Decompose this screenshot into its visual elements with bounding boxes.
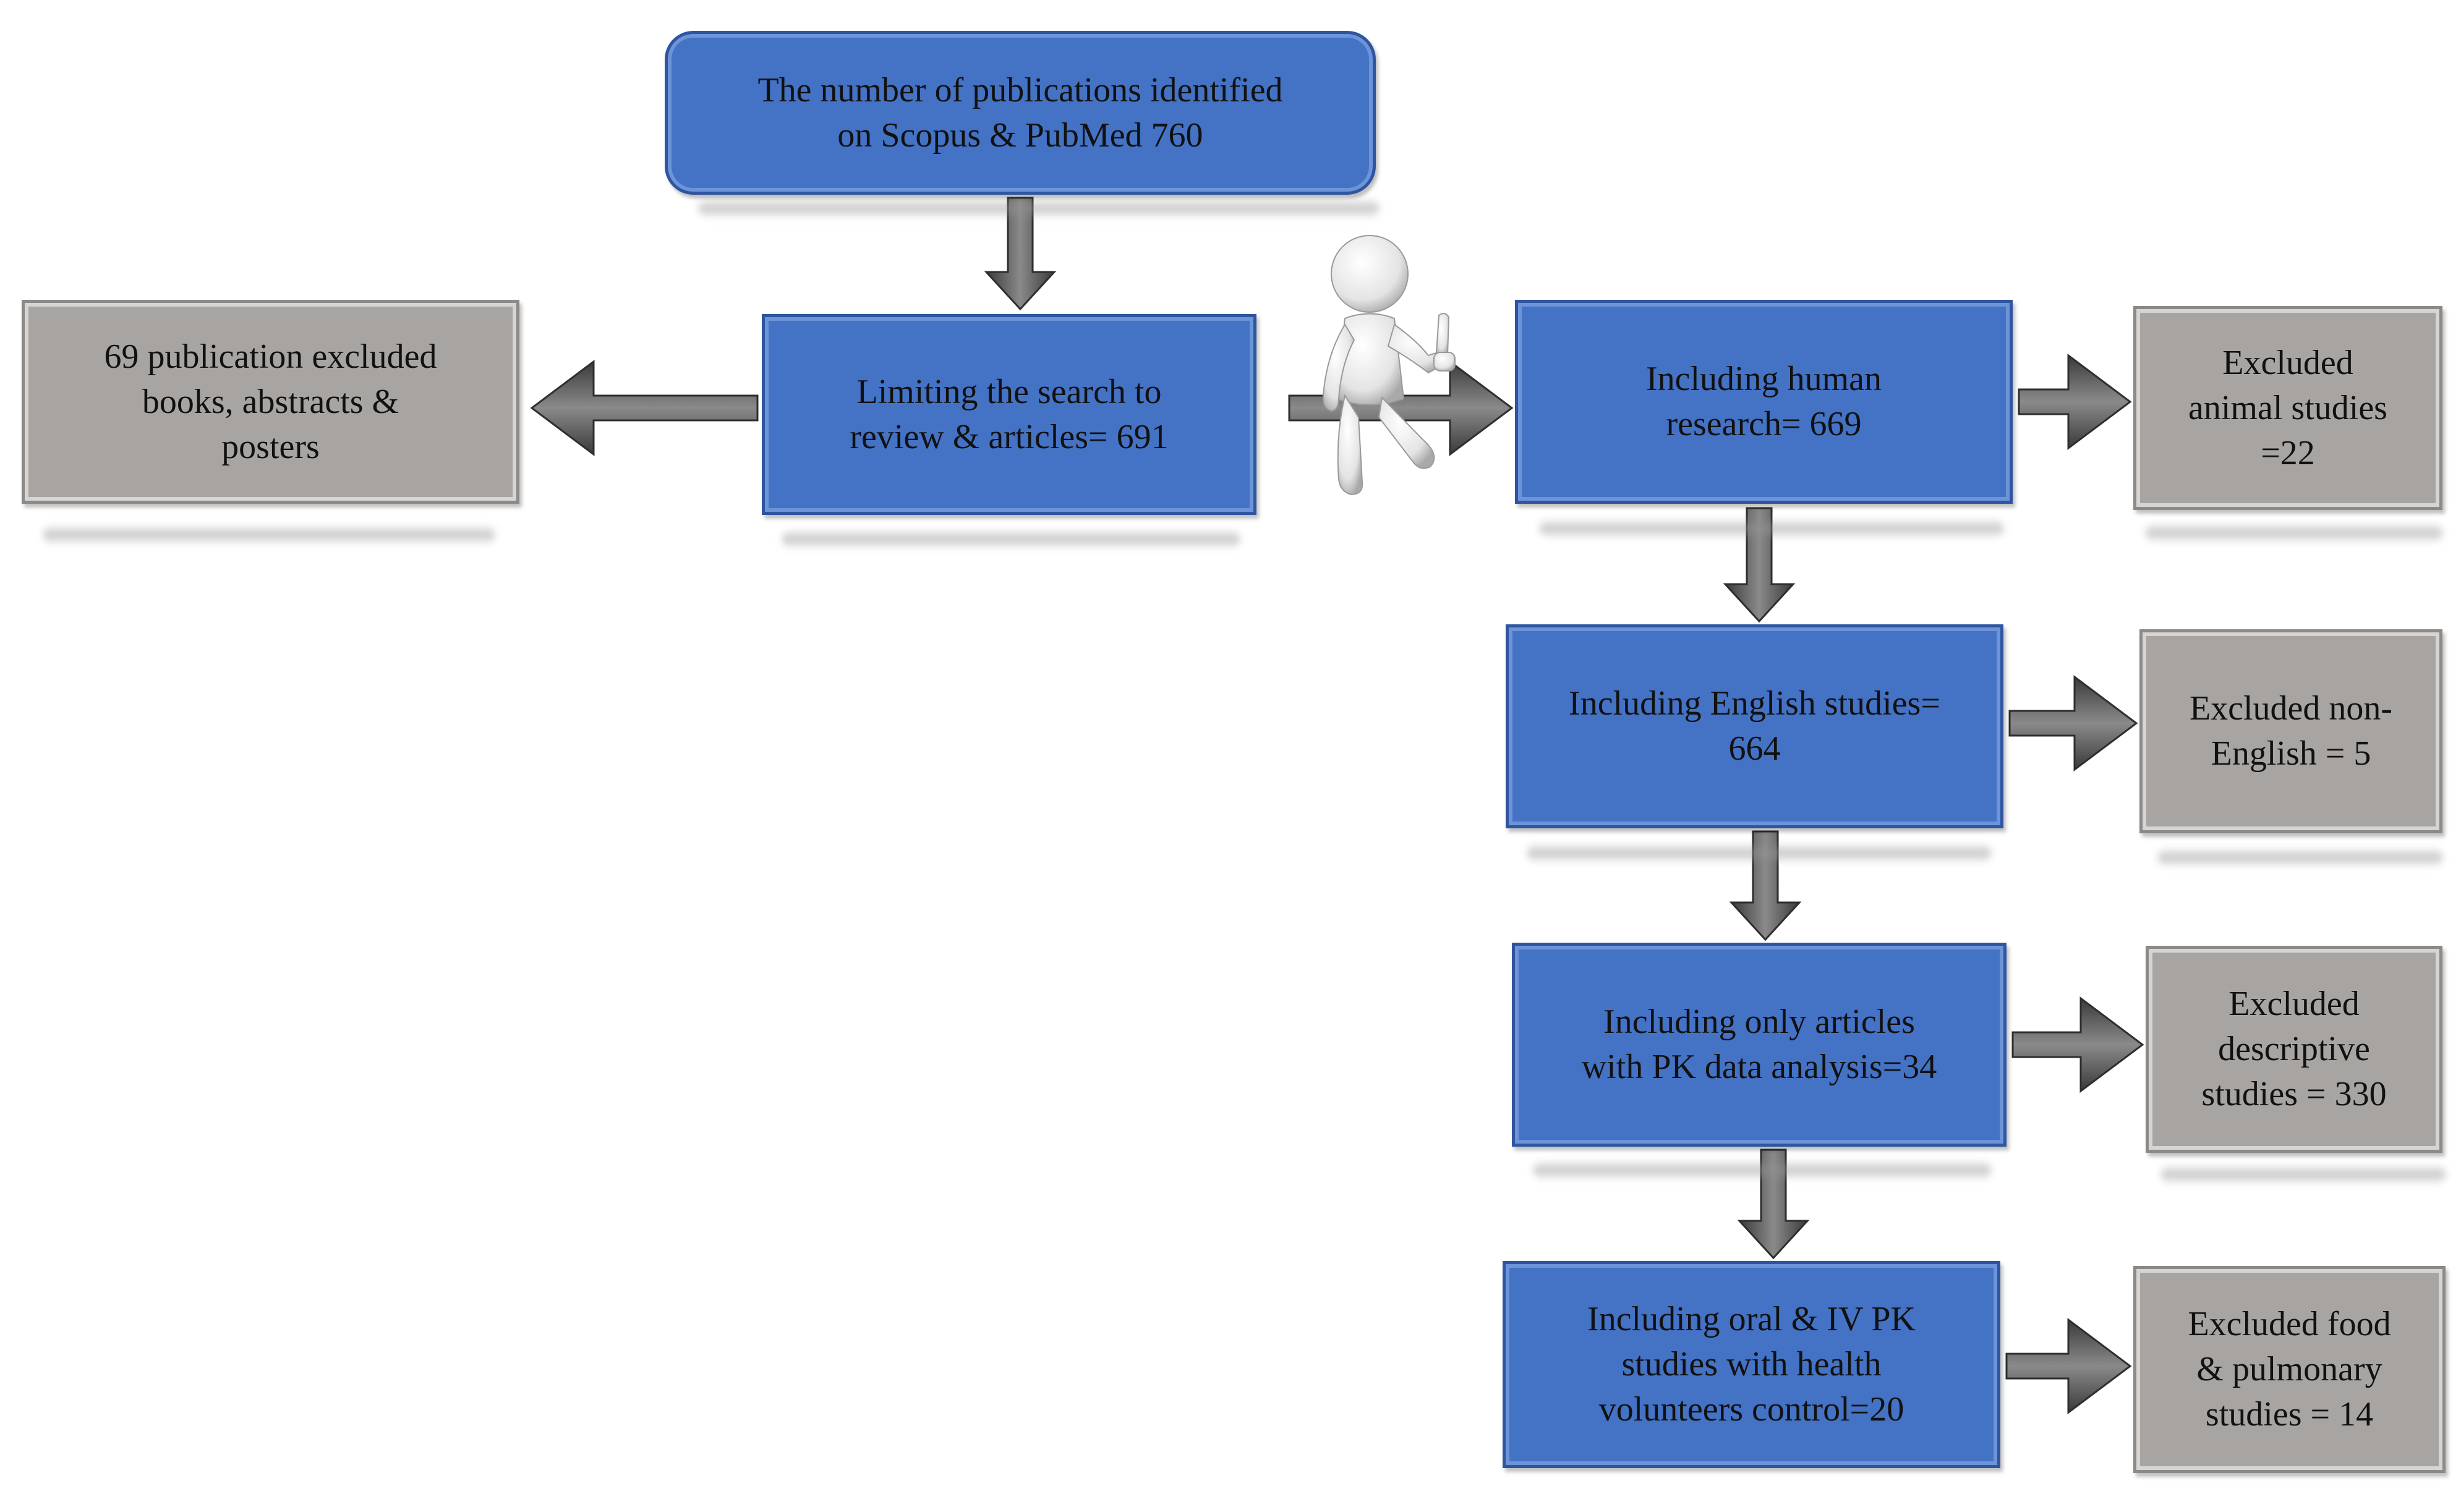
- box-shadow: [782, 529, 1240, 550]
- box-shadow: [2161, 1164, 2446, 1185]
- english-studies-text: Including English studies= 664: [1569, 684, 1940, 768]
- excluded-animal-box: Excluded animal studies =22: [2133, 306, 2442, 510]
- excluded-non-english-text: Excluded non- English = 5: [2189, 689, 2393, 773]
- human-research-box: Including human research= 669: [1515, 300, 2013, 504]
- arrow-right-oral-to-excluded: [2005, 1318, 2132, 1414]
- english-studies-box: Including English studies= 664: [1506, 624, 2003, 828]
- person-thumbs-up-icon: [1322, 235, 1456, 496]
- arrow-right-limited-to-human: [1288, 360, 1514, 456]
- excluded-descriptive-text: Excluded descriptive studies = 330: [2201, 985, 2387, 1113]
- box-shadow: [43, 524, 495, 545]
- excluded-descriptive-box: Excluded descriptive studies = 330: [2146, 946, 2442, 1153]
- excluded-animal-text: Excluded animal studies =22: [2188, 343, 2387, 472]
- excluded-books-box: 69 publication excluded books, abstracts…: [22, 300, 519, 504]
- excluded-non-english-box: Excluded non- English = 5: [2139, 629, 2442, 833]
- excluded-food-box: Excluded food & pulmonary studies = 14: [2133, 1266, 2446, 1473]
- excluded-food-text: Excluded food & pulmonary studies = 14: [2188, 1305, 2391, 1433]
- box-shadow: [1540, 518, 2003, 539]
- identified-publications-text: The number of publications identified on…: [757, 70, 1283, 155]
- arrow-right-pk-to-excluded: [2011, 996, 2144, 1093]
- oral-iv-box: Including oral & IV PK studies with heal…: [1503, 1261, 2000, 1468]
- arrow-right-human-to-excluded: [2018, 354, 2132, 450]
- limited-search-box: Limiting the search to review & articles…: [762, 314, 1256, 515]
- oral-iv-text: Including oral & IV PK studies with heal…: [1587, 1300, 1916, 1429]
- box-shadow: [1533, 1160, 1991, 1181]
- identified-publications-box: The number of publications identified on…: [665, 31, 1376, 195]
- human-research-text: Including human research= 669: [1645, 360, 1882, 443]
- box-shadow: [2158, 847, 2442, 868]
- box-shadow: [2146, 522, 2442, 543]
- pk-analysis-text: Including only articles with PK data ana…: [1581, 1003, 1937, 1086]
- arrow-right-english-to-excluded: [2008, 675, 2138, 771]
- pk-analysis-box: Including only articles with PK data ana…: [1512, 943, 2007, 1147]
- box-shadow: [699, 198, 1379, 219]
- limited-search-text: Limiting the search to review & articles…: [850, 372, 1169, 456]
- box-shadow: [1527, 843, 1991, 864]
- arrow-left-limited-to-excluded: [530, 360, 759, 456]
- excluded-books-text: 69 publication excluded books, abstracts…: [104, 337, 437, 466]
